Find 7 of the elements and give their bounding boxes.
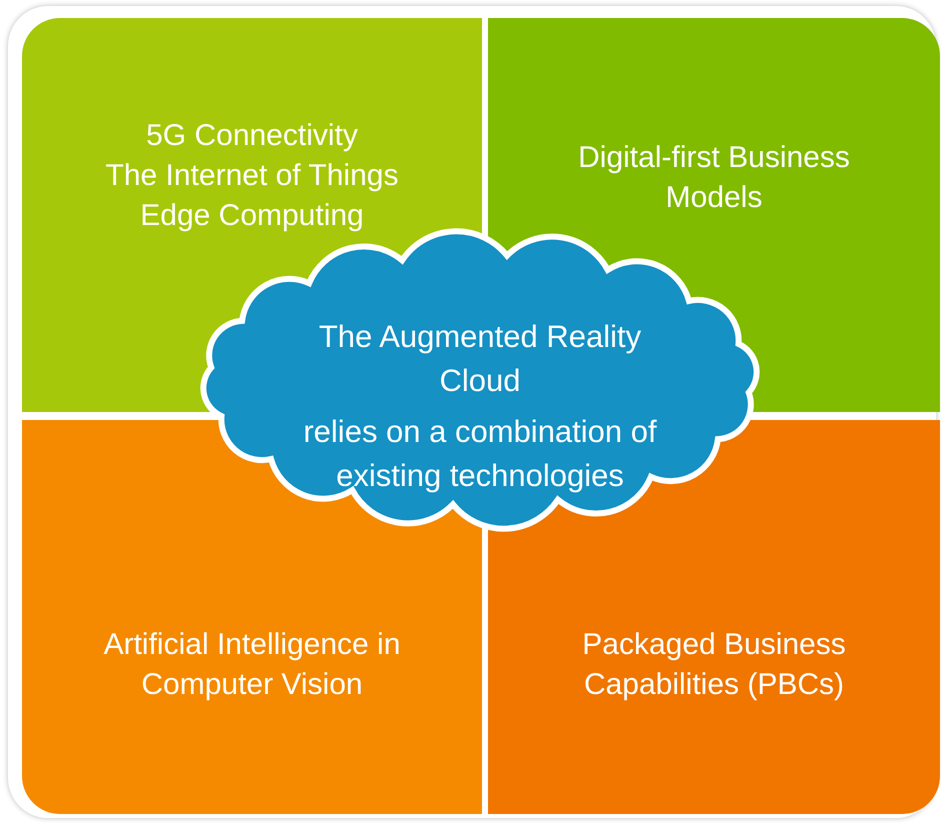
cloud-text: relies on a combination of existing technologies [302, 413, 658, 495]
panel-text: Packaged Business Capabilities (PBCs) [581, 627, 847, 703]
panel-text: Digital-first Business Models [577, 140, 851, 216]
panel-text: 5G Connectivity [146, 118, 358, 154]
panel-text: Edge Computing [140, 198, 364, 234]
panel-text: The Internet of Things [106, 158, 398, 194]
panel-text: Artificial Intelligence in Computer Vision [102, 627, 402, 703]
